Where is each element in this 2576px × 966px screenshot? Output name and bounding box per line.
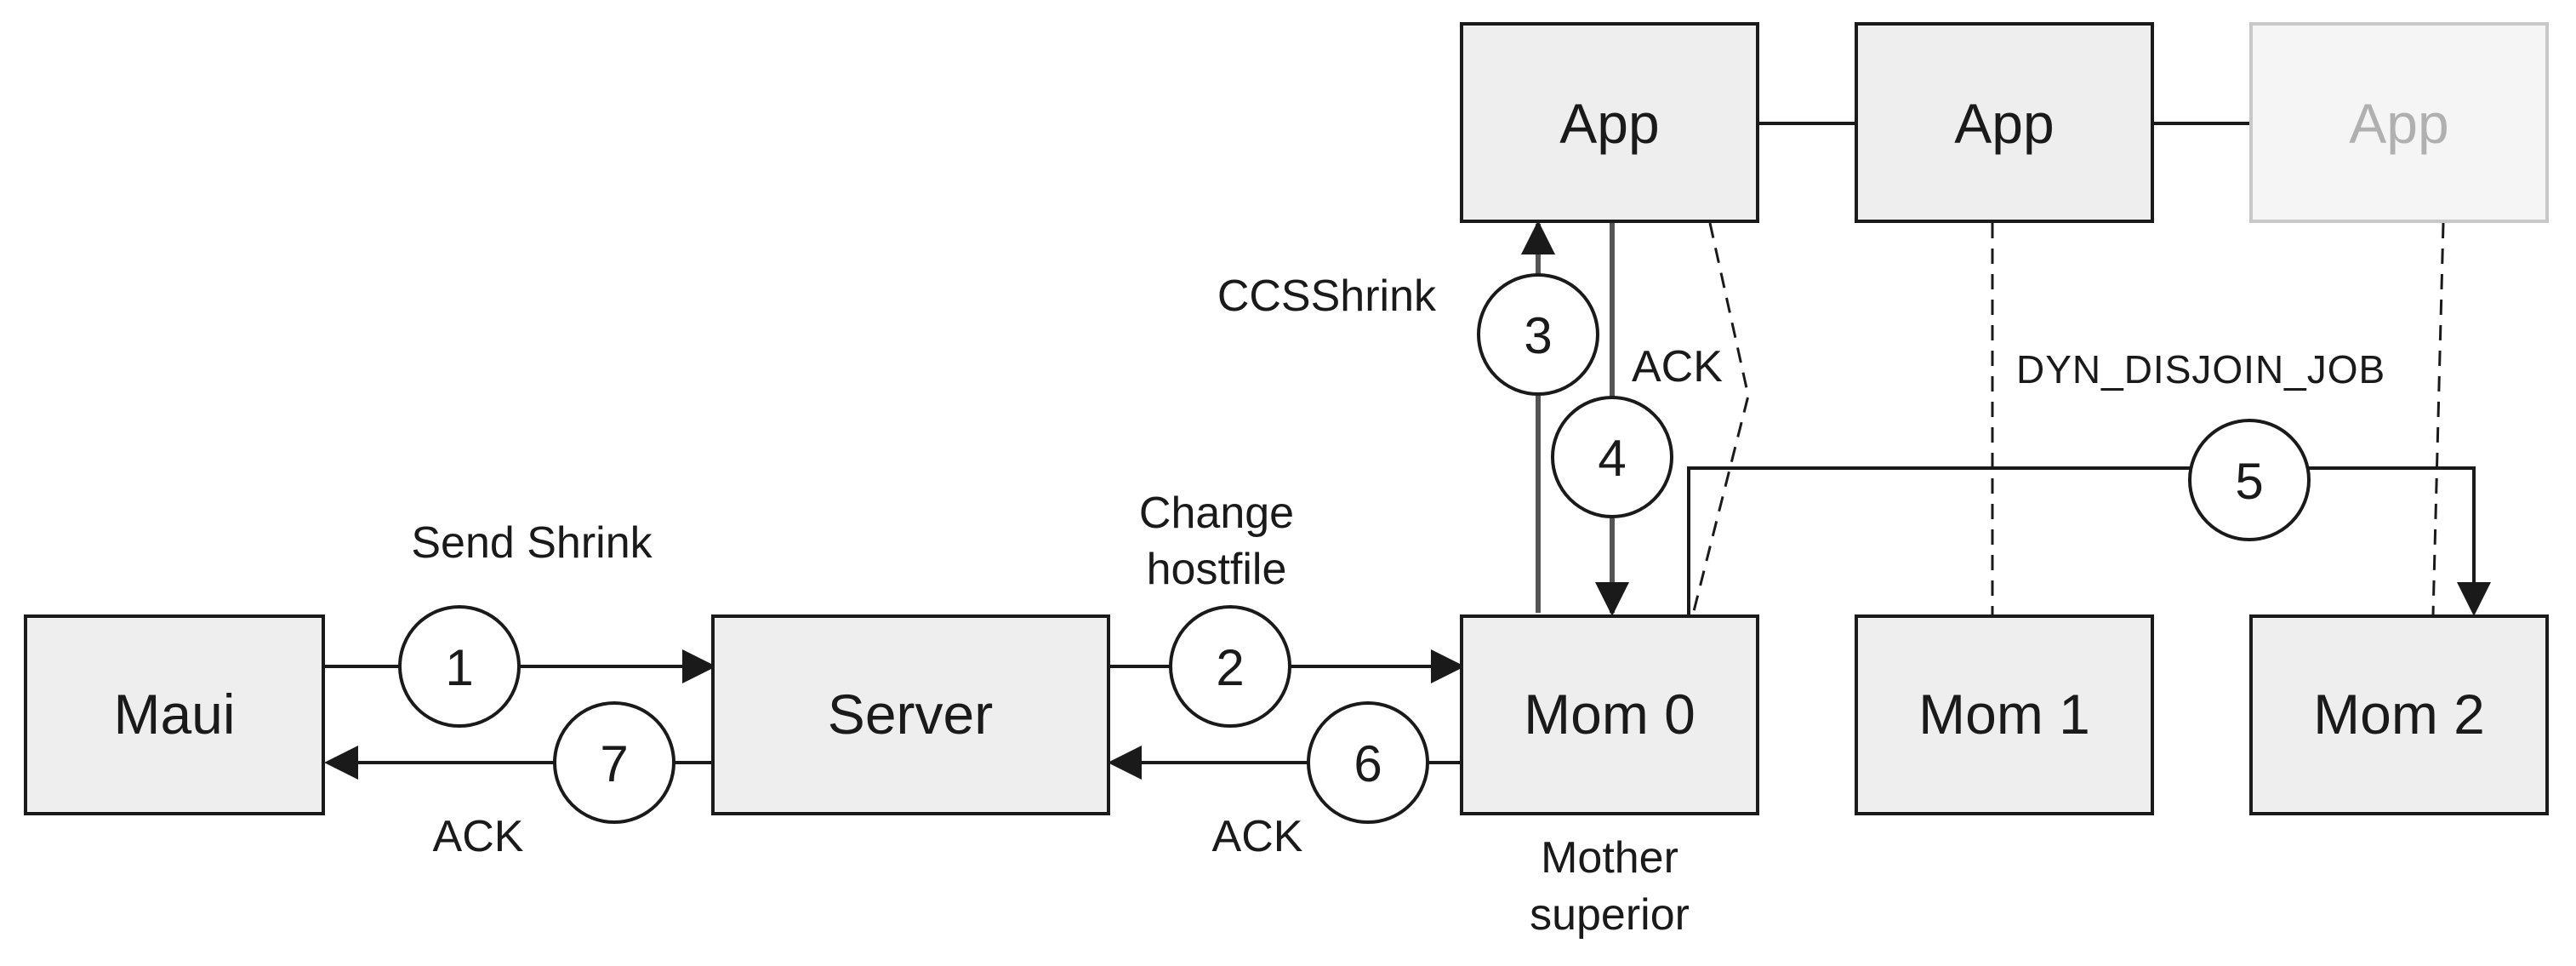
step-number-3: 3 (1524, 307, 1552, 364)
step-circle-4: 4 (1551, 396, 1673, 518)
box-server: Server (711, 614, 1110, 815)
step-number-1: 1 (445, 639, 473, 696)
dashed-link-app0-mom0 (1691, 222, 1750, 615)
step-number-2: 2 (1216, 639, 1244, 696)
step-circle-1: 1 (398, 605, 521, 728)
step-circle-5: 5 (2188, 419, 2311, 541)
label-change-hostfile-line1: Change (1139, 489, 1294, 538)
box-app2-label: App (2349, 92, 2448, 155)
box-app2-faded: App (2249, 22, 2549, 223)
label-send-shrink: Send Shrink (411, 518, 653, 568)
label-dyn-disjoin-job: DYN_DISJOIN_JOB (2016, 347, 2385, 392)
step-number-4: 4 (1598, 430, 1626, 487)
box-maui: Maui (24, 614, 325, 815)
label-ccs-shrink: CCSShrink (1217, 272, 1437, 321)
box-mom2: Mom 2 (2249, 614, 2549, 815)
box-app1-label: App (1954, 92, 2054, 155)
step-circle-2: 2 (1169, 605, 1291, 728)
step-circle-3: 3 (1477, 273, 1599, 396)
step-number-6: 6 (1354, 735, 1382, 792)
box-app0: App (1460, 22, 1759, 223)
box-app0-label: App (1559, 92, 1659, 155)
label-change-hostfile-line2: hostfile (1147, 545, 1287, 594)
label-mother-superior-line2: superior (1530, 890, 1690, 940)
box-server-label: Server (828, 683, 993, 746)
box-app1: App (1855, 22, 2154, 223)
box-mom2-label: Mom 2 (2313, 683, 2485, 746)
label-mother-superior-line1: Mother (1541, 833, 1678, 883)
label-ack-step6: ACK (1212, 812, 1303, 861)
arrow-step5-mom0-to-mom2 (1687, 466, 2491, 617)
box-mom1-label: Mom 1 (1918, 683, 2090, 746)
step-circle-6: 6 (1307, 701, 1429, 824)
box-mom0: Mom 0 (1460, 614, 1759, 815)
step-circle-7: 7 (553, 701, 675, 824)
step-circles: 1 2 3 4 5 6 7 (398, 273, 2311, 824)
step-number-7: 7 (600, 735, 628, 792)
dashed-link-app2-mom2 (2431, 222, 2445, 615)
label-ack-step4: ACK (1632, 342, 1723, 392)
box-mom1: Mom 1 (1855, 614, 2154, 815)
label-ack-step7: ACK (433, 812, 524, 861)
box-mom0-label: Mom 0 (1524, 683, 1695, 746)
box-maui-label: Maui (113, 683, 235, 746)
step-number-5: 5 (2235, 453, 2263, 510)
